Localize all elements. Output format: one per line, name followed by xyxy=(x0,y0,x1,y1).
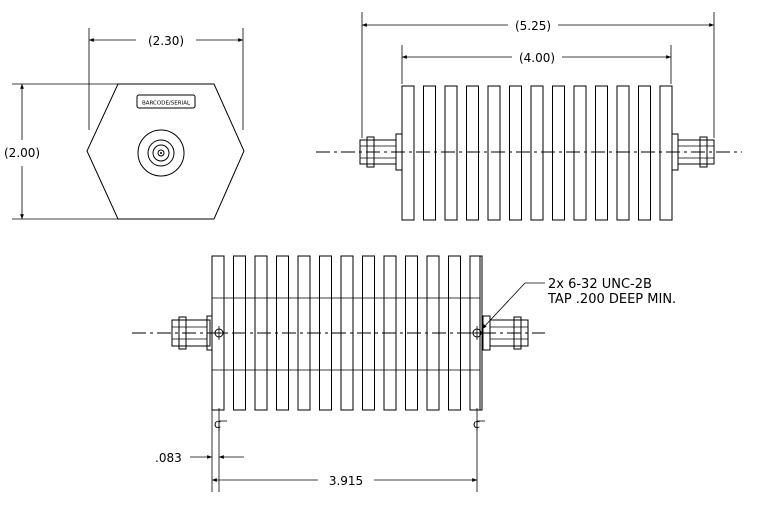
centerline-symbol-right: C xyxy=(473,420,485,431)
tap-note-line1: 2x 6-32 UNC-2B xyxy=(548,277,652,292)
cooling-fin xyxy=(423,85,436,221)
offset-dim: .083 xyxy=(155,451,182,465)
end-view: (2.30) (2.00) BARCODE/SERIAL xyxy=(4,28,245,220)
barcode-label: BARCODE/SERIAL xyxy=(142,101,191,107)
cooling-fin xyxy=(659,85,673,221)
cooling-fin xyxy=(595,85,608,221)
tap-note-line2: TAP .200 DEEP MIN. xyxy=(547,292,676,307)
barcode-plate xyxy=(136,94,196,109)
bottom-view: 2x 6-32 UNC-2B TAP .200 DEEP MIN. C C .0… xyxy=(132,255,676,492)
svg-text:C: C xyxy=(214,420,221,431)
cooling-fin xyxy=(552,85,565,221)
cooling-fin xyxy=(509,85,522,221)
centerline-symbol-left: C xyxy=(214,420,227,431)
side-fins xyxy=(401,85,673,221)
cooling-fin xyxy=(530,85,544,221)
cooling-fin xyxy=(466,85,479,221)
svg-text:C: C xyxy=(473,420,480,431)
cooling-fin xyxy=(444,85,458,221)
cooling-fin xyxy=(638,85,651,221)
end-view-width-dim: (2.30) xyxy=(148,34,184,48)
side-view-overall-dim: (5.25) xyxy=(515,19,551,33)
cooling-fin xyxy=(573,85,587,221)
end-view-connector xyxy=(137,129,185,177)
side-view: (5.25) (4.00) xyxy=(316,12,742,221)
cooling-fin xyxy=(616,85,630,221)
cooling-fin xyxy=(401,85,415,221)
hex-body xyxy=(86,83,245,220)
cooling-fin xyxy=(487,85,501,221)
hole-spacing-dim: 3.915 xyxy=(329,474,363,488)
side-view-body-dim: (4.00) xyxy=(519,51,555,65)
end-view-height-dim: (2.00) xyxy=(4,146,40,160)
